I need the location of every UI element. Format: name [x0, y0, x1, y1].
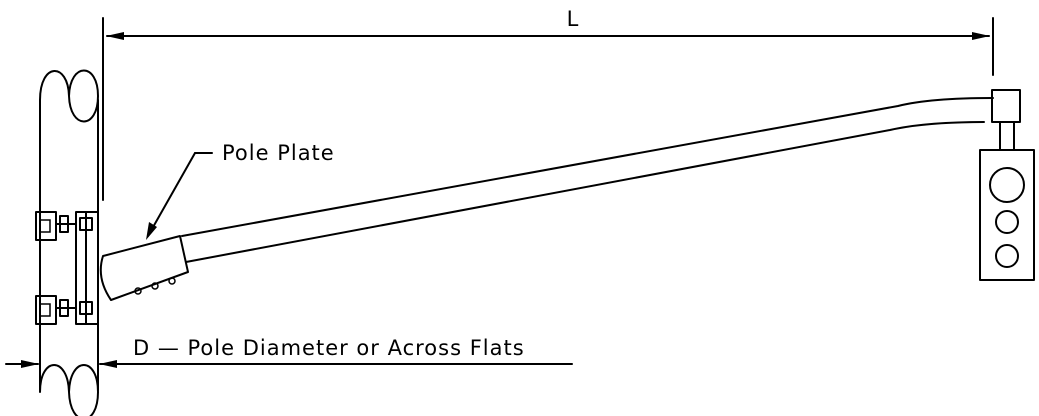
clamp-upper	[35, 211, 77, 241]
pole-plate-arrow-icon	[146, 222, 157, 240]
diameter-dimension: D — Pole Diameter or Across Flats	[5, 336, 573, 368]
clamp-lower	[35, 295, 77, 325]
pole	[39, 69, 99, 416]
diameter-label: D — Pole Diameter or Across Flats	[133, 336, 525, 360]
pole-plate-callout: Pole Plate	[146, 141, 335, 240]
pole-plate-label: Pole Plate	[222, 141, 335, 165]
pole-break-top-icon	[39, 69, 99, 123]
length-label: L	[567, 7, 580, 31]
arm-collar	[99, 235, 189, 301]
pole-break-bottom-icon	[39, 364, 99, 416]
diameter-arrow-left-icon	[21, 360, 39, 368]
arrowhead-left-icon	[106, 32, 124, 40]
signal-lens-middle-icon	[995, 210, 1019, 234]
signal-head	[979, 89, 1035, 281]
diameter-arrow-right-icon	[99, 360, 117, 368]
mast-arm	[181, 97, 994, 263]
signal-lens-bottom-icon	[995, 244, 1019, 268]
arrowhead-right-icon	[972, 32, 990, 40]
length-dimension: L	[102, 7, 994, 201]
pole-plate	[75, 211, 99, 325]
signal-lens-top-icon	[989, 167, 1025, 203]
